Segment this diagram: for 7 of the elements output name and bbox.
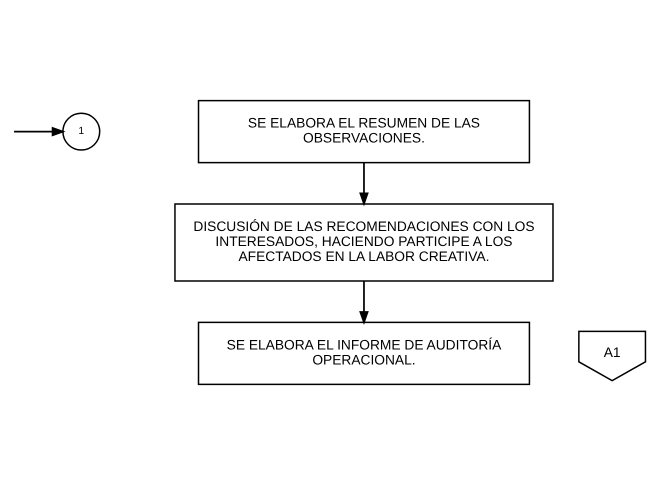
- node-circle: 1: [62, 112, 100, 151]
- arrow: [14, 126, 66, 136]
- arrow: [359, 162, 369, 206]
- arrow: [359, 281, 369, 325]
- node-box: DISCUSIÓN DE LAS RECOMENDACIONES CON LOS INTERESADOS, HACIENDO PARTICIPE A LOS AFECTADOS EN LA LABOR CREATIVA.: [174, 203, 554, 282]
- node-box: SE ELABORA EL INFORME DE AUDITORÍA OPERACIONAL.: [198, 322, 530, 386]
- node-box: SE ELABORA EL RESUMEN DE LAS OBSERVACIONES.: [198, 100, 530, 164]
